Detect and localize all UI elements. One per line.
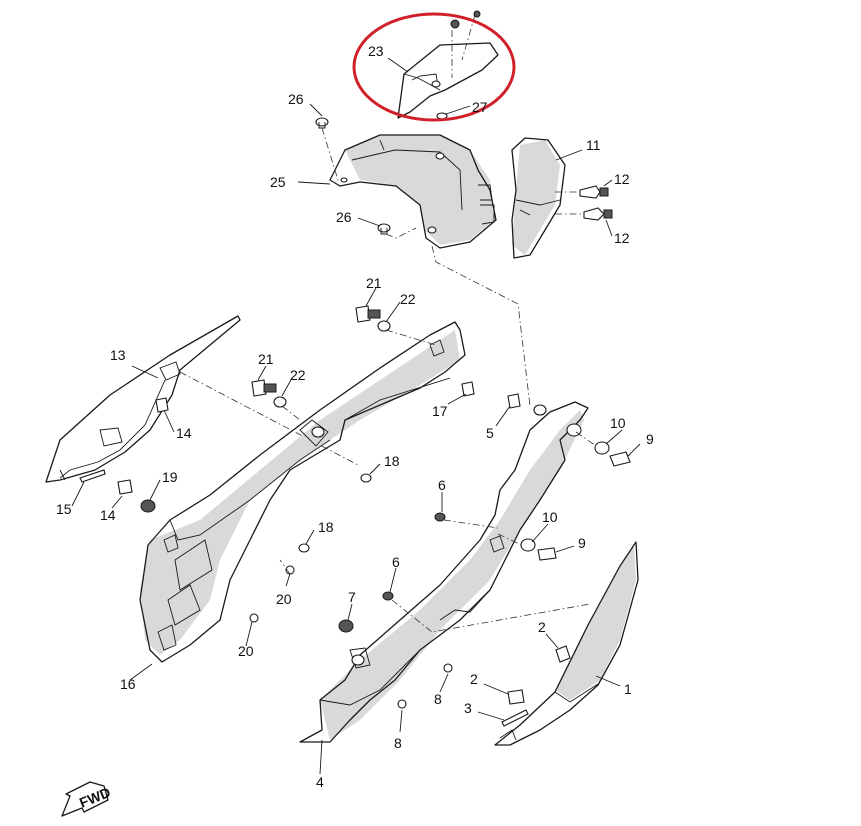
callout-26-top: 26 [288,91,304,107]
callout-14-top: 14 [176,425,192,441]
part-14-15-clips [79,397,169,495]
callout-8-bottom: 8 [394,735,402,751]
part-13-cover [45,315,241,483]
callout-21-left: 21 [258,351,274,367]
callout-20-bottom: 20 [238,643,254,659]
part-4-lower-cover [299,401,589,743]
part-16-frame-cover [139,321,466,663]
callout-9-bottom: 9 [578,535,586,551]
callout-3: 3 [464,700,472,716]
part-1-side-cover [494,541,639,746]
callout-15: 15 [56,501,72,517]
alignment-line-13 [179,371,361,467]
part-17-clip [461,381,475,397]
callout-18-top: 18 [384,453,400,469]
callout-12-top: 12 [614,171,630,187]
part-25-rear-cover [329,134,497,249]
part-18-19-20-hardware [140,473,372,623]
callout-12-bottom: 12 [614,230,630,246]
alignment-line-center [431,245,531,407]
callout-10-bottom: 10 [542,509,558,525]
callout-22-left: 22 [290,367,306,383]
part-5-to-10-hardware [338,393,631,709]
callout-11: 11 [586,137,601,153]
callout-26-bottom: 26 [336,209,352,225]
part-21-22-screws [251,305,437,421]
part-11-panel [511,137,566,259]
callout-labels: 23 27 26 25 26 11 12 12 21 22 13 21 22 1… [56,43,654,790]
fwd-direction-arrow: FWD [61,781,113,817]
callout-1: 1 [624,681,632,697]
callout-9-top: 9 [646,431,654,447]
callout-7: 7 [348,589,356,605]
callout-13: 13 [110,347,126,363]
callout-10-top: 10 [610,415,626,431]
callout-22-right: 22 [400,291,416,307]
callout-14-bottom: 14 [100,507,116,523]
callout-17: 17 [432,403,448,419]
callout-27: 27 [472,99,488,115]
callout-6-bottom: 6 [392,554,400,570]
callout-16: 16 [120,676,136,692]
part-12-bolts [555,185,613,221]
leader-lines [71,57,641,775]
callout-4: 4 [316,774,324,790]
callout-2-bottom: 2 [470,671,478,687]
callout-20-top: 20 [276,591,292,607]
part-23-cover [397,10,499,120]
callout-23: 23 [368,43,384,59]
callout-5: 5 [486,425,494,441]
callout-8-top: 8 [434,691,442,707]
callout-2-top: 2 [538,619,546,635]
callout-19: 19 [162,469,178,485]
callout-21-right: 21 [366,275,382,291]
callout-6-top: 6 [438,477,446,493]
part-26-rivets [315,117,417,239]
part-2-3-clips [501,645,571,727]
callout-25: 25 [270,174,286,190]
highlight-circle [352,12,516,122]
callout-18-bottom: 18 [318,519,334,535]
